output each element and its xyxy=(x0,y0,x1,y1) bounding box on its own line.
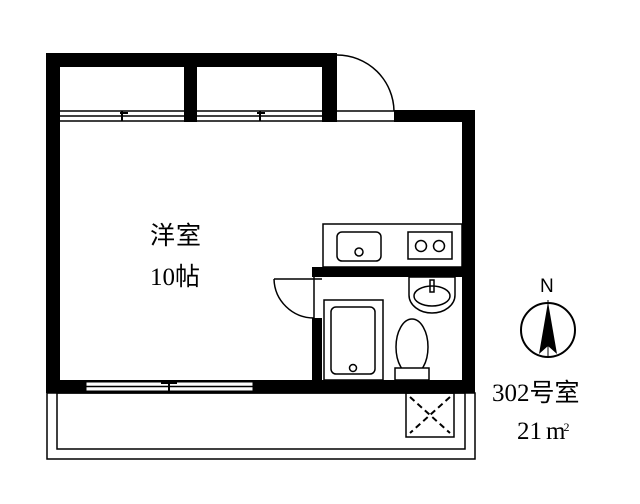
left-wall xyxy=(46,53,60,393)
burner-icon xyxy=(432,239,446,253)
washbasin xyxy=(408,276,456,314)
entrance-door xyxy=(336,54,395,122)
kitchen-bath-partition xyxy=(312,267,462,277)
room-type-label: 洋室 xyxy=(150,223,203,250)
closet-right-wall xyxy=(322,53,337,122)
room-size-label: 10帖 xyxy=(150,264,201,291)
unit-area-unit: m xyxy=(546,418,566,445)
closet-sliding-doors xyxy=(60,110,322,122)
upper-right-wall xyxy=(394,110,475,122)
burner-icon xyxy=(414,239,428,253)
closet-divider-wall xyxy=(184,53,197,122)
bathtub xyxy=(323,299,384,381)
unit-area-sup: 2 xyxy=(563,420,570,434)
right-wall xyxy=(462,110,475,393)
evacuation-hatch xyxy=(405,392,455,438)
unit-number-label: 302号室 xyxy=(492,380,580,407)
balcony-window xyxy=(85,381,254,392)
sink-drain xyxy=(354,247,364,257)
compass-icon xyxy=(520,300,576,358)
unit-area-value: 21 xyxy=(517,418,542,445)
bathroom-door xyxy=(273,277,322,319)
balcony xyxy=(46,392,476,460)
kitchen-sink xyxy=(336,231,382,262)
toilet xyxy=(394,318,430,381)
stove xyxy=(407,231,453,260)
kitchen-counter xyxy=(322,223,463,268)
bathroom-left-wall xyxy=(312,318,322,380)
compass-north-label: N xyxy=(540,276,554,297)
